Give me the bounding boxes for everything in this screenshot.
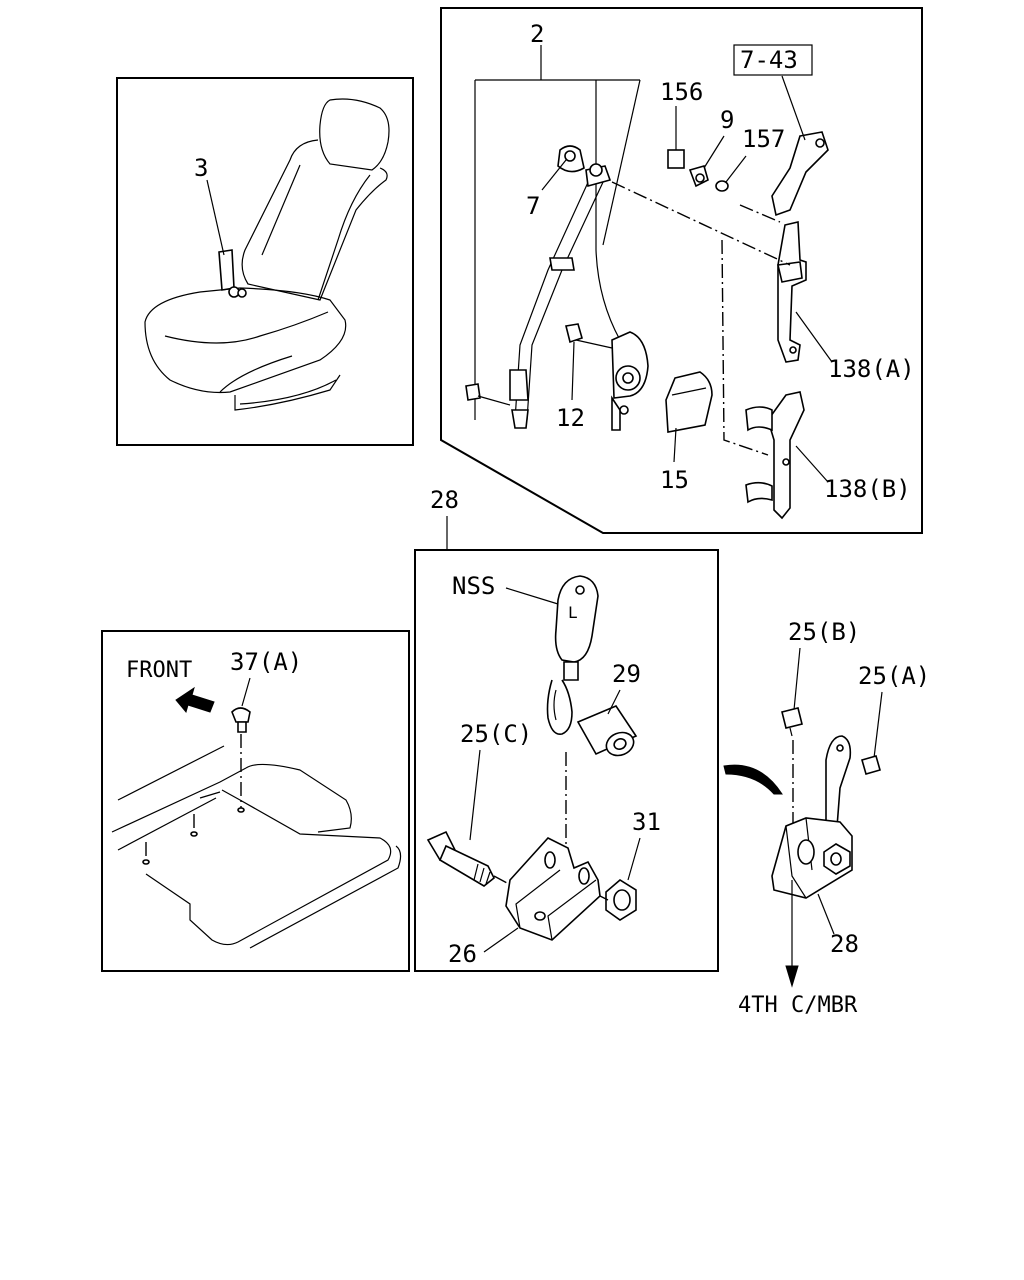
tag-letter: L — [568, 603, 578, 622]
bolt-25a-icon — [861, 755, 881, 775]
label-138b: 138(B) — [824, 475, 911, 503]
label-nss: NSS — [452, 572, 495, 600]
label-157: 157 — [742, 125, 785, 153]
spacer-icon — [576, 705, 638, 757]
label-26: 26 — [448, 940, 477, 968]
label-9: 9 — [720, 106, 734, 134]
seat-panel: 3 — [116, 77, 414, 446]
label-7: 7 — [526, 192, 540, 220]
installed-anchor: 25(B) 25(A) 28 4TH C/MBR — [723, 618, 930, 1018]
label-3: 3 — [194, 154, 208, 182]
bolt-25b-icon — [781, 707, 803, 737]
nut-icon — [605, 879, 637, 921]
label-25c: 25(C) — [460, 720, 532, 748]
label-37a: 37(A) — [230, 648, 302, 676]
anchor-bracket-icon — [505, 837, 601, 941]
clip-icon — [231, 707, 251, 733]
front-arrow-icon — [175, 686, 215, 714]
bolt-icon — [426, 830, 496, 887]
label-28-top: 28 — [430, 486, 459, 514]
label-2: 2 — [530, 20, 544, 48]
label-29: 29 — [612, 660, 641, 688]
label-front: FRONT — [126, 658, 192, 683]
label-31: 31 — [632, 808, 661, 836]
floor-panel-icon — [111, 745, 402, 949]
floor-panel: FRONT 37(A) — [101, 630, 410, 972]
seat-icon — [144, 98, 390, 411]
seatbelt-assembly-icon — [465, 131, 829, 520]
label-156: 156 — [660, 78, 703, 106]
label-7-43: 7-43 — [740, 46, 798, 74]
label-25a: 25(A) — [858, 662, 930, 690]
label-28-right: 28 — [830, 930, 859, 958]
anchor-panel: 28 L NSS 29 25(C) — [414, 486, 719, 972]
label-12: 12 — [556, 404, 585, 432]
label-25b: 25(B) — [788, 618, 860, 646]
label-4th-cmbr: 4TH C/MBR — [738, 993, 858, 1018]
label-15: 15 — [660, 466, 689, 494]
seatbelt-panel: 2 7-43 156 9 157 7 12 15 138(A) 138(B) — [440, 7, 923, 534]
nss-tag-icon: L — [546, 575, 599, 735]
label-138a: 138(A) — [828, 355, 915, 383]
installed-bracket-icon — [771, 817, 853, 899]
